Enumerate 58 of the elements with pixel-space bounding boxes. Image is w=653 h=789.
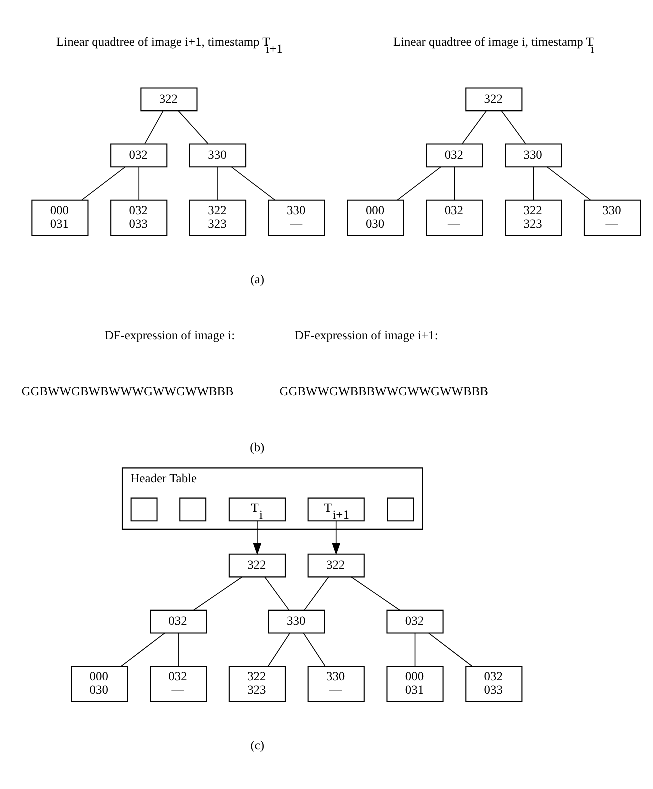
connector — [231, 166, 276, 200]
label: (b) — [250, 440, 265, 454]
connector — [304, 576, 330, 610]
label: DF-expression of image i: — [104, 328, 236, 342]
connector — [351, 576, 400, 610]
node-box: 032 — — [426, 199, 484, 236]
node-box: 322 323 — [189, 199, 247, 236]
node-box: 330 — [505, 143, 562, 168]
node-box: 032 033 — [110, 199, 168, 236]
node-box — [130, 497, 158, 522]
connector — [138, 166, 140, 200]
connector — [397, 166, 442, 200]
connector — [533, 166, 534, 200]
connector — [428, 632, 473, 666]
node-box: 032 — [150, 609, 208, 634]
node-box: 330 — — [268, 199, 326, 236]
label: GGBWWGWBBBWWGWWGWWBBB — [280, 384, 488, 398]
node-box: 330 — — [308, 665, 365, 702]
node-box — [387, 497, 414, 522]
node-box — [180, 497, 207, 522]
node-box: 032 033 — [466, 665, 523, 702]
node-box: 330 — [268, 609, 326, 634]
connector — [462, 110, 487, 144]
connector — [178, 632, 179, 666]
connector — [414, 632, 416, 666]
arrow — [253, 520, 262, 555]
node-box: 000 030 — [71, 665, 128, 702]
node-box: 032 — [386, 609, 444, 634]
node-box: 032 — — [150, 665, 208, 702]
label: (c) — [250, 738, 265, 752]
node-box: 000 031 — [386, 665, 444, 702]
connector — [178, 110, 209, 144]
connector — [546, 166, 592, 200]
connector — [501, 110, 526, 144]
node-box: 322 323 — [228, 665, 286, 702]
node-box: 032 — [110, 143, 168, 168]
label: DF-expression of image i+1: — [294, 328, 438, 342]
connector — [264, 576, 290, 610]
connector — [82, 166, 126, 200]
label: GGBWWGBWBWWWGWWGWWBBB — [22, 384, 234, 398]
node-box: 330 — — [584, 199, 642, 236]
connector — [454, 166, 456, 200]
node-box: 000 031 — [32, 199, 89, 236]
connector — [194, 576, 243, 610]
node-box: 032 — [426, 143, 484, 168]
node-box: 322 — [308, 553, 365, 578]
node-box: 322 — [466, 87, 523, 112]
arrow — [332, 520, 341, 555]
node-box: 000 030 — [347, 199, 404, 236]
node-box: 322 323 — [505, 199, 562, 236]
connector — [144, 110, 164, 144]
connector — [303, 632, 326, 666]
connector — [268, 632, 290, 666]
node-box: 322 — [228, 553, 286, 578]
node-box: 330 — [189, 143, 247, 168]
label: (a) — [250, 272, 265, 286]
node-box: 322 — [140, 87, 198, 112]
connector — [121, 632, 166, 666]
